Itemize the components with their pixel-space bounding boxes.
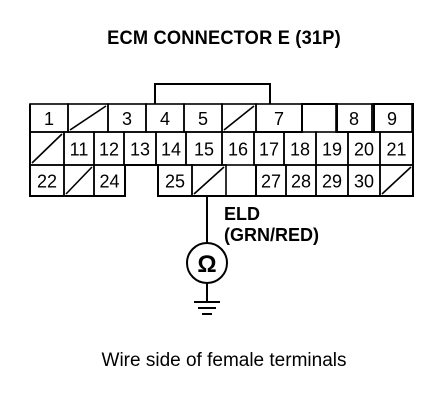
terminal-label-20: 20 <box>354 140 374 160</box>
terminal-blank-slash <box>65 166 93 195</box>
terminal-blank-slash <box>381 166 412 195</box>
terminal-label-12: 12 <box>99 140 119 160</box>
diagram-caption: Wire side of female terminals <box>101 350 347 371</box>
terminal-blank-slash <box>193 166 225 195</box>
terminal-label-4: 4 <box>160 109 170 129</box>
connector-lock-tab <box>154 83 271 104</box>
terminal-label-3: 3 <box>122 109 132 129</box>
terminal-label-11: 11 <box>70 140 89 160</box>
terminal-label-21: 21 <box>386 140 406 160</box>
terminal-blank-slash <box>69 105 107 131</box>
terminal-label-27: 27 <box>261 172 281 192</box>
terminal-label-8: 8 <box>349 109 359 129</box>
terminal-label-5: 5 <box>198 109 208 129</box>
terminal-label-7: 7 <box>274 109 284 129</box>
terminal-label-29: 29 <box>322 172 342 192</box>
terminal-label-19: 19 <box>322 140 342 160</box>
ohmmeter-symbol: Ω <box>197 251 216 278</box>
terminal-label-18: 18 <box>290 140 310 160</box>
terminal-blank-slash <box>223 105 255 131</box>
terminal-label-14: 14 <box>161 140 181 160</box>
terminal-label-16: 16 <box>228 140 248 160</box>
probe-label-wire-color: (GRN/RED) <box>224 225 319 245</box>
terminal-label-13: 13 <box>130 140 150 160</box>
terminal-label-1: 1 <box>44 109 54 129</box>
terminal-label-24: 24 <box>99 172 119 192</box>
terminal-label-22: 22 <box>37 172 57 192</box>
terminal-label-15: 15 <box>194 140 214 160</box>
terminal-cell-blank <box>379 164 414 197</box>
terminal-blank-slash <box>31 133 63 164</box>
diagram-title: ECM CONNECTOR E (31P) <box>107 28 341 49</box>
terminal-cell-24 <box>93 164 126 197</box>
terminal-label-28: 28 <box>291 172 311 192</box>
terminal-label-30: 30 <box>354 172 374 192</box>
terminal-label-17: 17 <box>259 140 279 160</box>
terminal-label-9: 9 <box>387 109 397 129</box>
terminal-label-25: 25 <box>165 172 185 192</box>
probe-label-name: ELD <box>224 204 260 224</box>
terminal-cell-blank <box>191 164 227 197</box>
